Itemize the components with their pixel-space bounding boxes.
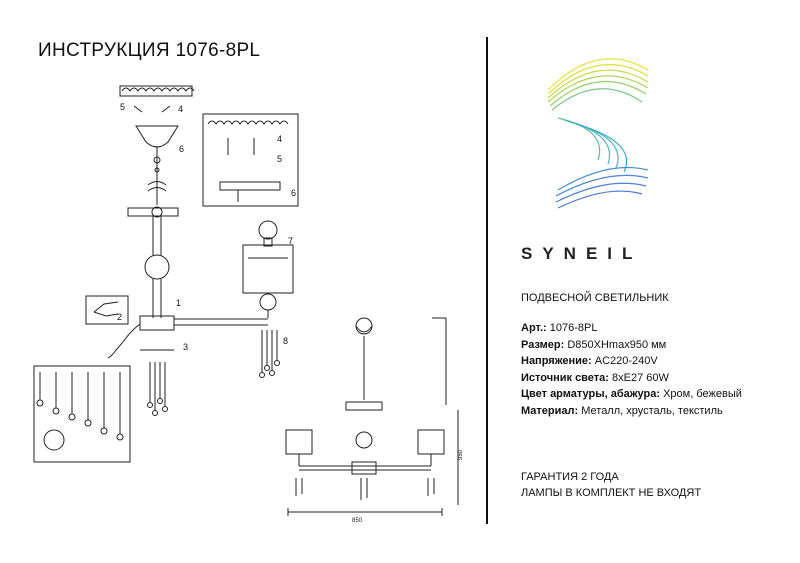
drop-samples	[36, 372, 124, 441]
spec-material: Материал: Металл, хрусталь, текстиль	[521, 404, 723, 417]
spec-list: Арт.: 1076-8PL Размер: D850XHmax950 мм Н…	[521, 320, 761, 420]
bulb	[258, 220, 278, 240]
hub	[139, 315, 175, 331]
svg-text:8: 8	[283, 336, 288, 346]
svg-text:2: 2	[117, 312, 122, 322]
spec-light-source: Источник света: 8xE27 60W	[521, 371, 669, 384]
dimension-labels: 850 950	[352, 449, 464, 524]
svg-text:5: 5	[120, 102, 125, 112]
spec-voltage: Напряжение: AC220-240V	[521, 355, 658, 368]
vertical-divider	[486, 37, 488, 524]
svg-text:3: 3	[183, 342, 188, 352]
svg-text:4: 4	[178, 104, 183, 114]
brand-wordmark: SYNEIL	[521, 244, 643, 263]
brand-logo-swirl	[547, 58, 649, 209]
lamps-note: ЛАМПЫ В КОМПЛЕКТ НЕ ВХОДЯТ	[521, 487, 702, 499]
svg-text:4: 4	[277, 134, 282, 144]
spec-size: Размер: D850XHmax950 мм	[521, 338, 667, 351]
canopy-detail-box	[202, 113, 299, 207]
footer-notes: ГАРАНТИЯ 2 ГОДА ЛАМПЫ В КОМПЛЕКТ НЕ ВХОД…	[521, 469, 701, 501]
spec-color: Цвет арматуры, абажура: Хром, бежевый	[521, 388, 742, 401]
svg-text:850: 850	[352, 518, 363, 524]
shade	[242, 244, 294, 294]
page-title: ИНСТРУКЦИЯ 1076-8PL	[38, 40, 261, 61]
svg-text:7: 7	[288, 236, 293, 246]
step-labels: 5 4 6 1 2 3 4 5 6 7 8	[117, 102, 296, 352]
wire-detail-box	[33, 365, 131, 463]
svg-text:6: 6	[179, 144, 184, 154]
crystal-drops-right	[259, 330, 280, 378]
assembly-diagram: 5 4 6 1 2 3 4 5 6 7 8 850 950	[33, 85, 464, 524]
svg-text:6: 6	[291, 188, 296, 198]
product-type: ПОДВЕСНОЙ СВЕТИЛЬНИК	[521, 292, 669, 304]
svg-text:1: 1	[176, 298, 181, 308]
crystal-drops-center	[147, 362, 168, 416]
canopy-crystal-band	[119, 85, 195, 97]
ceiling-canopy	[135, 125, 179, 148]
dimension-view	[285, 317, 459, 516]
spec-article: Арт.: 1076-8PL	[521, 322, 598, 334]
pliers-detail	[85, 295, 129, 325]
svg-text:5: 5	[277, 154, 282, 164]
center-ball	[144, 254, 170, 280]
svg-text:950: 950	[458, 449, 464, 460]
warranty-note: ГАРАНТИЯ 2 ГОДА	[521, 471, 619, 483]
